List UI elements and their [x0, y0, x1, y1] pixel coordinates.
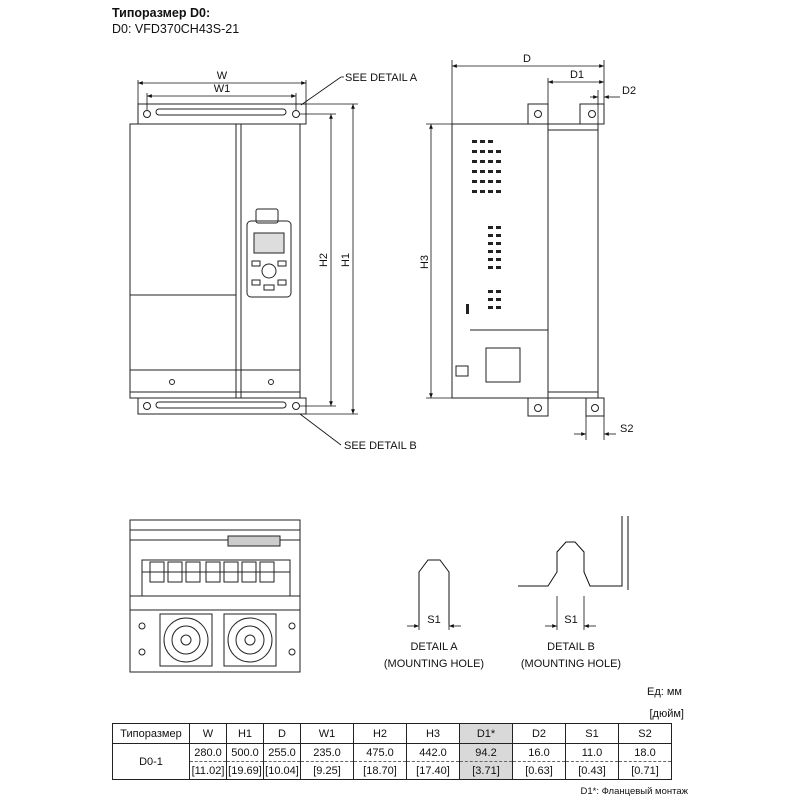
dim-h2-label: H2	[318, 253, 330, 267]
table-cell: 442.0	[406, 743, 460, 762]
footnote: D1*: Фланцевый монтаж	[580, 786, 688, 797]
table-row-label: D0-1	[112, 743, 190, 780]
dimensions-table: Типоразмер W H1 D W1 H2 H3 D1* D2 S1 S2 …	[112, 723, 672, 780]
table-cell: 11.0	[565, 743, 619, 762]
table-header-cell: W	[189, 723, 227, 744]
dim-w1-label: W1	[214, 83, 231, 95]
table-header-cell: D2	[512, 723, 566, 744]
table-cell: [11.02]	[189, 761, 227, 780]
table-row-mm: D0-1 280.0 500.0 255.0 235.0 475.0 442.0…	[112, 743, 672, 780]
bottom-view	[129, 519, 301, 673]
detail-b	[518, 516, 629, 630]
table-row-inch: [11.02] [19.69] [10.04] [9.25] [18.70] […	[113, 761, 672, 780]
dim-d1-label: D1	[570, 69, 584, 81]
detail-a-s1-label: S1	[427, 614, 440, 626]
table-cell: 475.0	[353, 743, 407, 762]
detail-b-title: DETAIL B	[547, 641, 595, 653]
table-cell: [3.71]	[459, 761, 513, 780]
vent-slots	[466, 140, 501, 314]
table-cell: [0.63]	[512, 761, 566, 780]
table-header-cell: H3	[406, 723, 460, 744]
detail-a-title: DETAIL A	[410, 641, 458, 653]
table-cell: [9.25]	[300, 761, 354, 780]
front-view	[129, 103, 307, 415]
table-header-cell: Типоразмер	[112, 723, 190, 744]
table-header-cell: S1	[565, 723, 619, 744]
table-header-cell: H1	[226, 723, 264, 744]
table-cell: 500.0	[226, 743, 264, 762]
see-detail-a-label: SEE DETAIL A	[345, 72, 418, 84]
detail-a-subtitle: (MOUNTING HOLE)	[384, 658, 484, 670]
table-cell: [18.70]	[353, 761, 407, 780]
table-cell: 18.0	[618, 743, 672, 762]
dim-s2-label: S2	[620, 423, 633, 435]
detail-a	[407, 559, 461, 630]
table-cell: 280.0	[189, 743, 227, 762]
table-header-cell: H2	[353, 723, 407, 744]
table-cell: [17.40]	[406, 761, 460, 780]
table-cell: [0.71]	[618, 761, 672, 780]
frame-title: Типоразмер D0:	[112, 6, 211, 20]
dim-h3-label: H3	[419, 255, 431, 269]
table-cell: 255.0	[263, 743, 301, 762]
model-name: D0: VFD370CH43S-21	[112, 22, 240, 36]
table-cell: 94.2	[459, 743, 513, 762]
table-header-cell: S2	[618, 723, 672, 744]
table-header-cell: D	[263, 723, 301, 744]
table-cell: [10.04]	[263, 761, 301, 780]
side-view	[451, 103, 605, 417]
dim-d2-label: D2	[622, 85, 636, 97]
dim-d-label: D	[523, 53, 531, 65]
detail-b-subtitle: (MOUNTING HOLE)	[521, 658, 621, 670]
dim-w-label: W	[217, 70, 228, 82]
see-detail-b-label: SEE DETAIL B	[344, 440, 417, 452]
detail-b-s1-label: S1	[564, 614, 577, 626]
table-header-cell: W1	[300, 723, 354, 744]
table-header-cell: D1*	[459, 723, 513, 744]
dim-h1-label: H1	[340, 253, 352, 267]
units-mm: Ед: мм	[647, 686, 682, 698]
table-cell: 235.0	[300, 743, 354, 762]
table-cell: 16.0	[512, 743, 566, 762]
table-cell: [0.43]	[565, 761, 619, 780]
units-inch: [дюйм]	[649, 708, 685, 720]
table-header-row: Типоразмер W H1 D W1 H2 H3 D1* D2 S1 S2	[112, 723, 672, 744]
table-cell: [19.69]	[226, 761, 264, 780]
